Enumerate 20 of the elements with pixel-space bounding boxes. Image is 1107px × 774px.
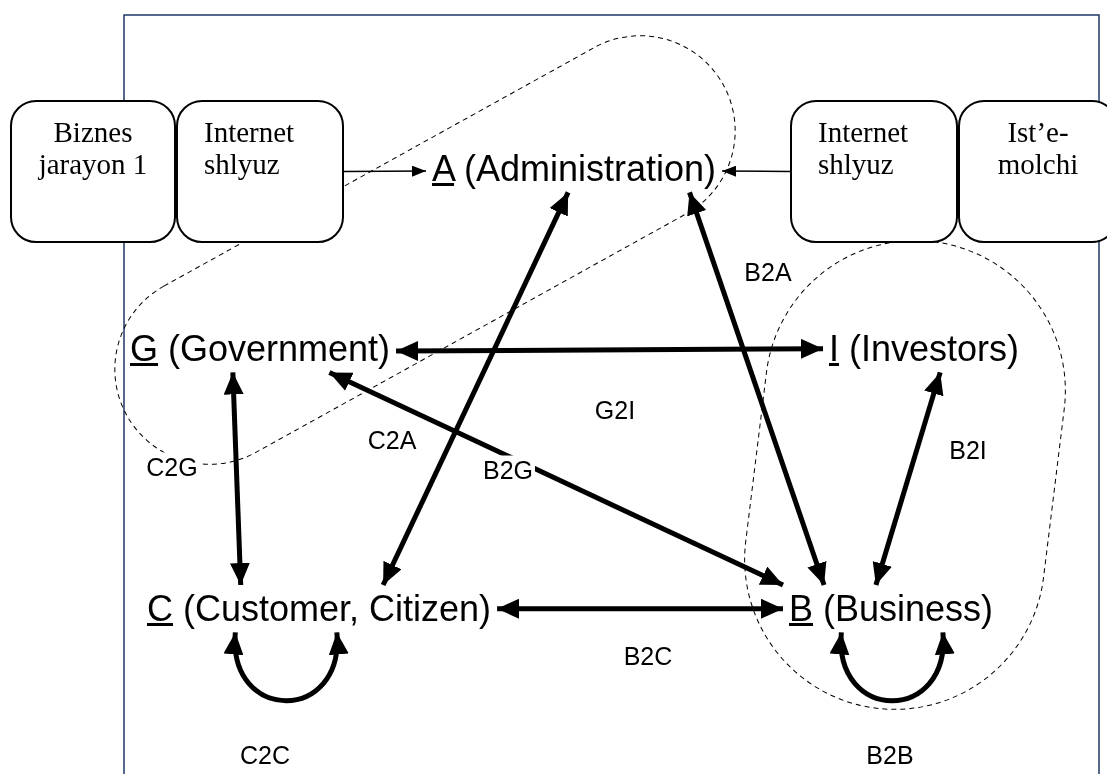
entity-label: C (Customer, Citizen) — [141, 585, 498, 633]
arrow — [831, 632, 953, 703]
entity-label: B (Business) — [783, 585, 1000, 633]
arrow — [343, 165, 427, 177]
entity-label: A (Administration) — [426, 145, 723, 193]
arrow — [872, 371, 944, 586]
arrow — [687, 191, 827, 586]
entity-label: I (Investors) — [823, 325, 1026, 373]
arrow — [380, 191, 571, 587]
arrow — [225, 632, 347, 703]
arrow — [328, 370, 785, 588]
arrow — [223, 372, 250, 586]
arrow — [396, 338, 823, 361]
rounded-box: Biznes jarayon 1 — [10, 100, 176, 243]
entity-label: G (Government) — [124, 325, 397, 373]
arrow — [497, 598, 783, 619]
rounded-box: Internet shlyuz — [176, 100, 344, 243]
rounded-box: Internet shlyuz — [790, 100, 958, 243]
rounded-box: Ist’e-molchi — [958, 100, 1107, 243]
arrow — [721, 165, 791, 177]
